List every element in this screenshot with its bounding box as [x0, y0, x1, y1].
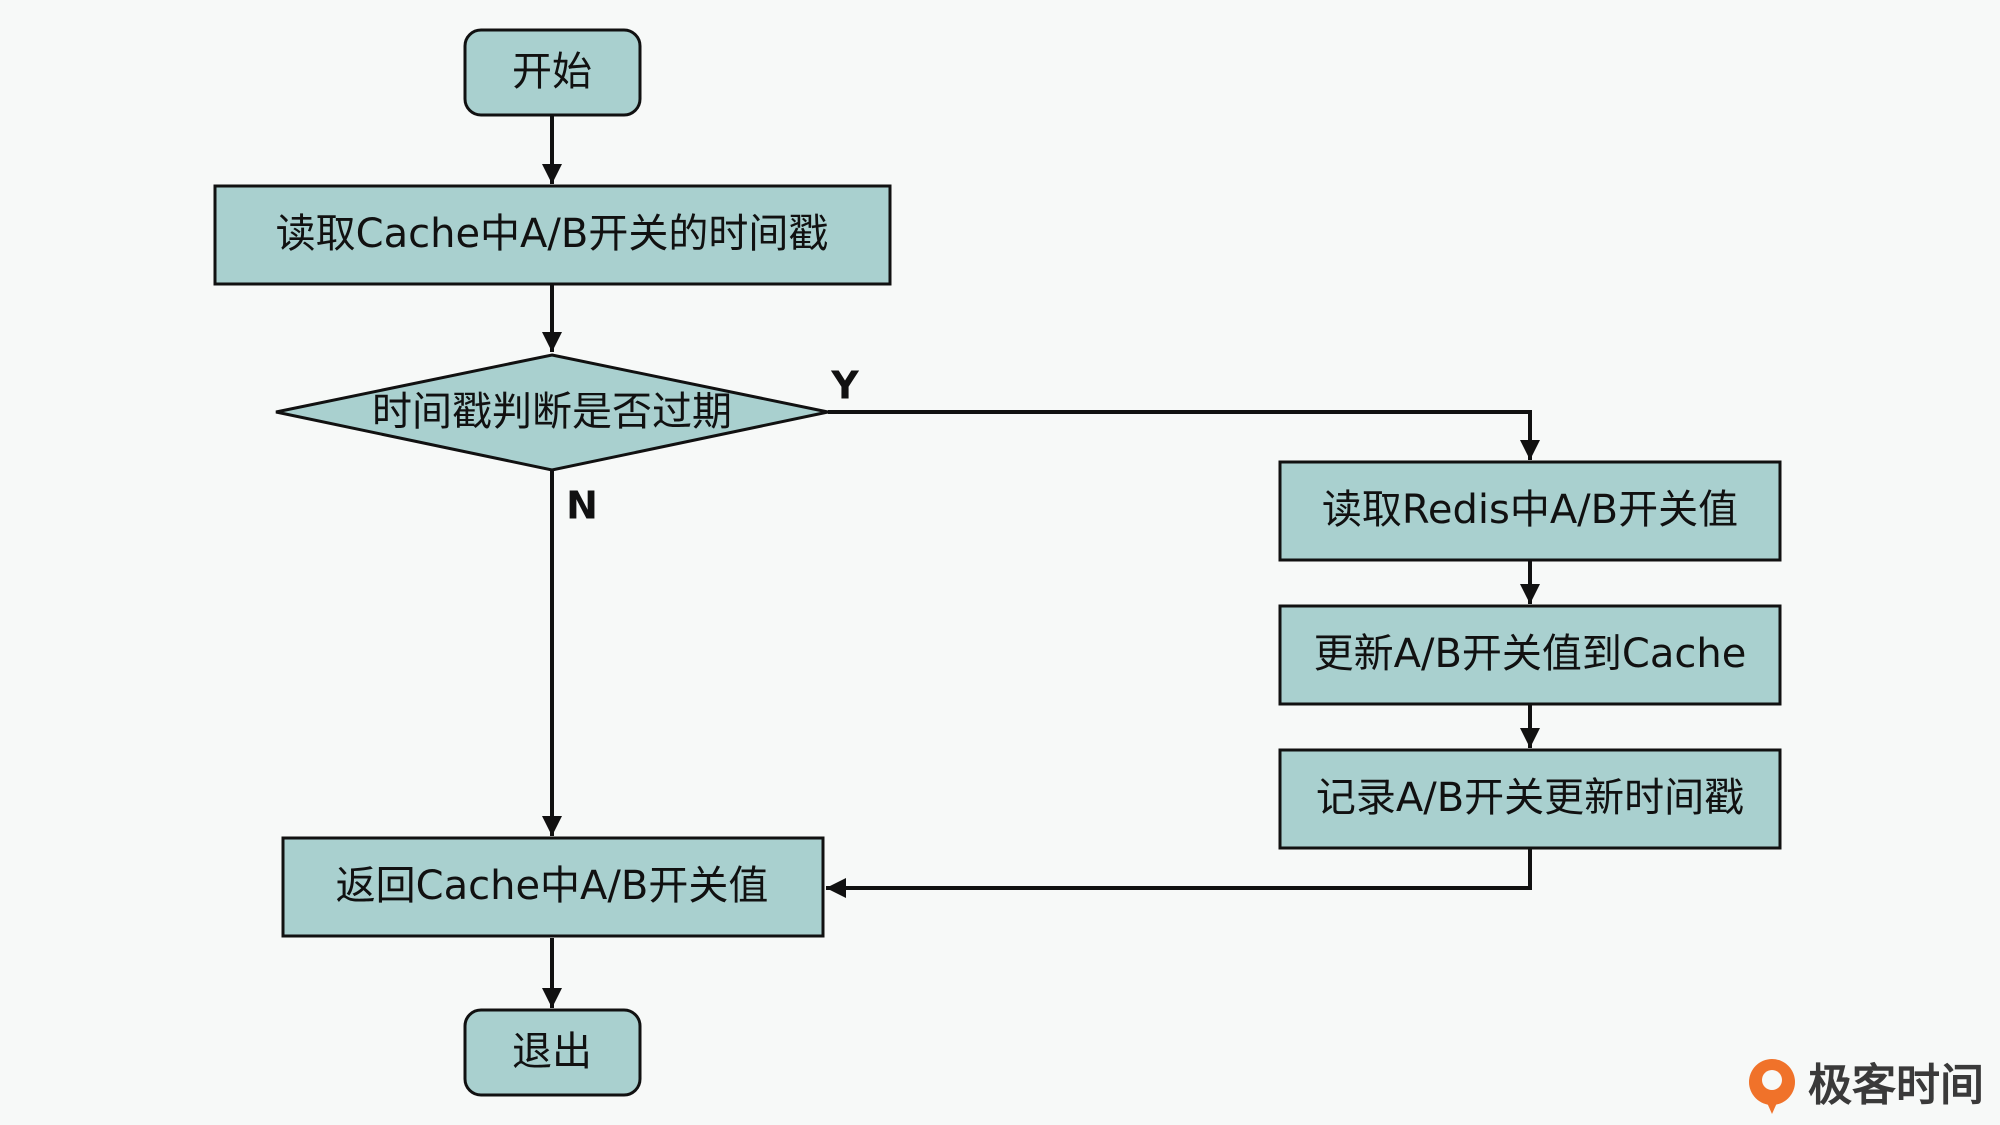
edge-record-to-return — [826, 848, 1532, 898]
node-start: 开始 — [463, 28, 642, 117]
node-return-cache-value: 返回Cache中A/B开关值 — [281, 836, 825, 938]
node-decision-expired: 时间戳判断是否过期 — [275, 353, 829, 472]
node-read-cache-timestamp-label: 读取Cache中A/B开关的时间戳 — [276, 211, 829, 257]
node-read-cache-timestamp: 读取Cache中A/B开关的时间戳 — [213, 184, 892, 286]
geektime-logo-text: 极客时间 — [1808, 1060, 1984, 1111]
node-exit: 退出 — [463, 1008, 642, 1097]
edge-decision-yes-to-read-redis — [828, 410, 1540, 460]
node-record-timestamp: 记录A/B开关更新时间戳 — [1278, 748, 1782, 850]
node-record-timestamp-label: 记录A/B开关更新时间戳 — [1316, 775, 1744, 821]
label-no: N — [566, 484, 598, 528]
node-start-label: 开始 — [512, 49, 592, 95]
node-read-redis-label: 读取Redis中A/B开关值 — [1322, 487, 1738, 533]
edges — [542, 116, 1540, 1008]
node-read-redis: 读取Redis中A/B开关值 — [1278, 460, 1782, 562]
node-update-cache-label: 更新A/B开关值到Cache — [1314, 631, 1747, 677]
node-exit-label: 退出 — [512, 1029, 592, 1075]
geektime-logo-icon — [1749, 1059, 1795, 1114]
label-yes: Y — [830, 364, 859, 408]
node-return-cache-value-label: 返回Cache中A/B开关值 — [336, 863, 769, 909]
node-decision-expired-label: 时间戳判断是否过期 — [372, 389, 732, 435]
geektime-logo: 极客时间 — [1749, 1059, 1984, 1114]
node-update-cache: 更新A/B开关值到Cache — [1278, 604, 1782, 706]
